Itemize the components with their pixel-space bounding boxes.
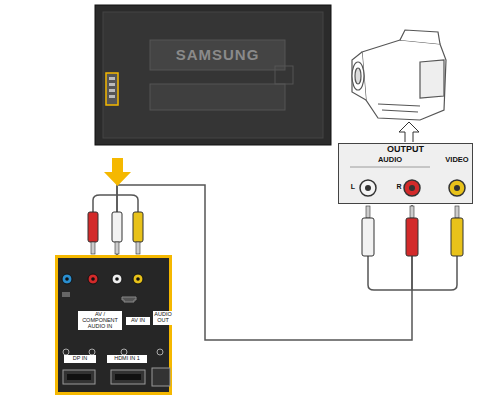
display-housing — [95, 5, 331, 145]
wire — [411, 255, 413, 290]
lens-glass — [355, 68, 361, 84]
panel-jacks — [62, 274, 170, 386]
plug-yellow — [451, 218, 463, 256]
display-logo-plate — [150, 40, 285, 70]
jack-yellow — [133, 274, 143, 284]
display-ports — [109, 77, 115, 98]
plug-white — [112, 212, 122, 242]
jack-hole — [65, 277, 69, 281]
port-label: HDMI IN 1 — [107, 355, 147, 363]
viewfinder — [400, 30, 440, 44]
input-panel: AV / COMPONENT AUDIO IN AV INAUDIO OUT DP … — [55, 255, 172, 395]
output-jacks — [360, 180, 465, 196]
output-panel — [339, 144, 473, 204]
channel-label: R — [395, 183, 403, 190]
plug-white — [362, 218, 374, 256]
hdmi-slot — [122, 297, 136, 302]
plug-red — [88, 212, 98, 242]
lens-front — [352, 62, 364, 90]
hdmi-port — [111, 370, 145, 384]
zoom-arrow — [104, 158, 131, 186]
audio-bracket — [350, 167, 430, 168]
port — [109, 89, 115, 92]
dp-port — [63, 370, 95, 384]
small-port — [62, 292, 70, 297]
jack-hole — [409, 185, 415, 191]
body-line — [378, 104, 420, 112]
jack-hole — [454, 185, 460, 191]
camcorder-lens — [352, 52, 366, 100]
plug-pin — [136, 242, 140, 254]
jack-hole — [365, 185, 371, 191]
plug-red — [406, 218, 418, 256]
plug-yellow — [133, 212, 143, 242]
plug-pin — [366, 206, 370, 218]
jack-label: AUDIO OUT — [153, 311, 173, 325]
camcorder — [352, 30, 446, 120]
jack-yellow — [449, 180, 465, 196]
jack-label: AV IN — [126, 317, 150, 325]
port-label: DP IN — [64, 355, 96, 363]
channel-label: L — [349, 183, 357, 190]
jack-white — [112, 274, 122, 284]
port-cut — [152, 368, 170, 386]
brand-logo: SAMSUNG — [150, 41, 285, 69]
side-screen — [420, 60, 444, 98]
jack-blue — [62, 274, 72, 284]
jack-label: AV / COMPONENT AUDIO IN — [78, 311, 122, 330]
plug-pin — [91, 242, 95, 254]
wire — [412, 255, 457, 290]
port — [109, 83, 115, 86]
hdmi-port-inner — [115, 374, 141, 380]
panel-ground — [57, 257, 171, 394]
output-box: OUTPUT AUDIO VIDEO L R — [338, 143, 481, 205]
panel-cable — [88, 186, 143, 254]
panel-heading: OUTPUT — [338, 145, 473, 154]
jack-hole — [136, 277, 140, 281]
signal-group: AUDIO — [368, 156, 412, 164]
output-arrow — [399, 122, 419, 142]
wire — [368, 255, 412, 290]
dp-port-inner — [67, 374, 91, 380]
port — [109, 77, 115, 80]
jack-hole — [115, 277, 119, 281]
jack-white — [360, 180, 376, 196]
display-port-area — [106, 73, 118, 105]
jack-red — [404, 180, 420, 196]
plug-pin — [115, 242, 119, 254]
signal-group: VIDEO — [435, 156, 479, 164]
camcorder-body — [362, 40, 446, 120]
display-back-panel — [103, 12, 323, 138]
jack-hole — [91, 277, 95, 281]
display-mount — [275, 66, 293, 84]
output-cable — [362, 206, 463, 290]
display-vent — [150, 84, 285, 110]
plug-pin — [455, 206, 459, 218]
wire — [116, 186, 118, 215]
jack-red — [88, 274, 98, 284]
plug-pin — [410, 206, 414, 218]
jack-ring — [157, 349, 163, 355]
port — [109, 95, 115, 98]
